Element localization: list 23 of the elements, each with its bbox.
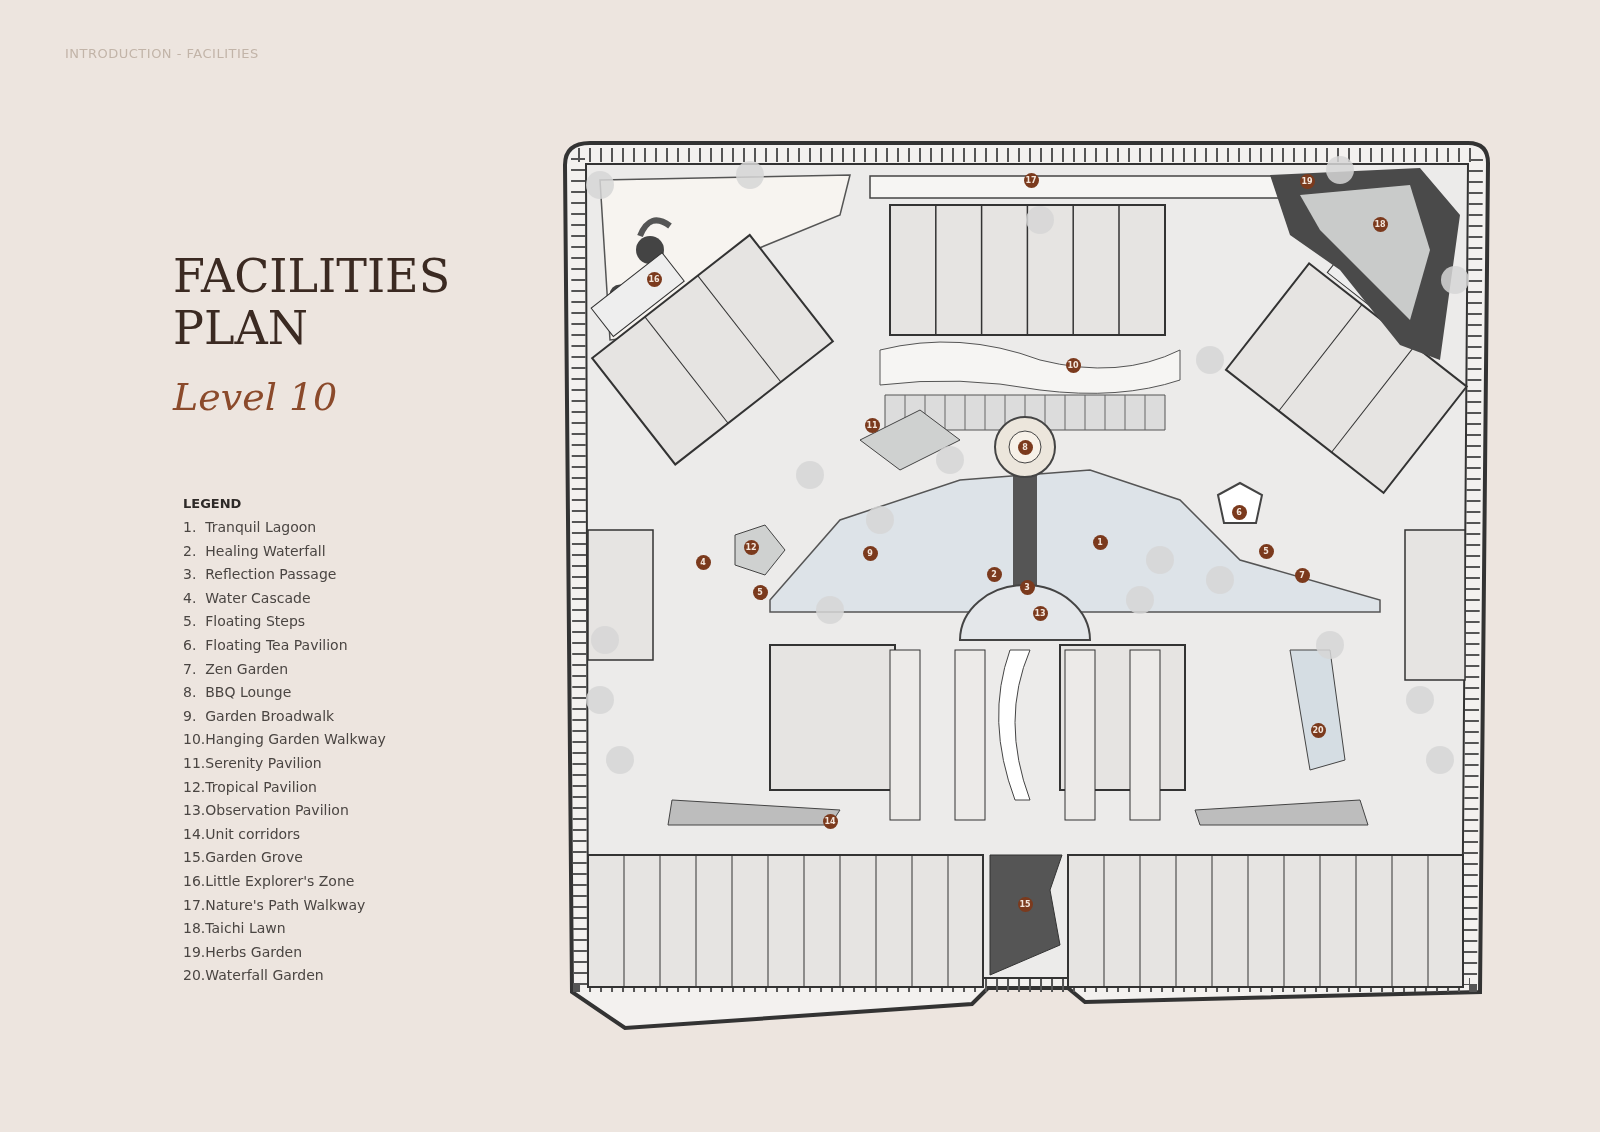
legend-item: 6. Floating Tea Pavilion bbox=[183, 637, 348, 653]
legend-item: 16.Little Explorer's Zone bbox=[183, 873, 355, 889]
legend-item: 14.Unit corridors bbox=[183, 825, 301, 842]
legend-heading: LEGEND bbox=[183, 496, 242, 511]
legend-item: 8. BBQ Lounge bbox=[183, 684, 292, 701]
legend-item: 13.Observation Pavilion bbox=[183, 802, 349, 819]
legend-item: 4. Water Cascade bbox=[183, 589, 311, 606]
legend-item: 20.Waterfall Garden bbox=[183, 967, 324, 984]
legend-item: 18.Taichi Lawn bbox=[183, 920, 286, 937]
legend-item: 15.Garden Grove bbox=[183, 849, 303, 866]
legend-item: 3. Reflection Passage bbox=[183, 566, 337, 583]
legend-item: 1. Tranquil Lagoon bbox=[183, 519, 317, 535]
subtitle: Level 10 bbox=[173, 375, 338, 419]
legend-item: 17.Nature's Path Walkway bbox=[183, 896, 366, 913]
legend-item: 12.Tropical Pavilion bbox=[183, 778, 317, 795]
legend-item: 10.Hanging Garden Walkway bbox=[183, 731, 386, 748]
legend-item: 19.Herbs Garden bbox=[183, 943, 303, 960]
page-title: FACILITIES PLAN bbox=[173, 250, 452, 354]
legend-item: 11.Serenity Pavilion bbox=[183, 755, 322, 771]
legend-item: 7. Zen Garden bbox=[183, 660, 289, 677]
legend-item: 2. Healing Waterfall bbox=[183, 542, 326, 559]
legend-item: 5. Floating Steps bbox=[183, 613, 306, 630]
legend-item: 9. Garden Broadwalk bbox=[183, 707, 335, 724]
